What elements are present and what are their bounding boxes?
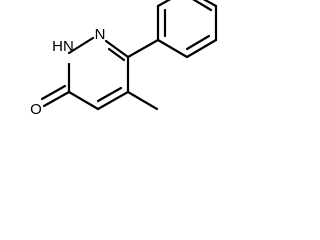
bond-c4-methyl	[126, 90, 159, 111]
bond-phenyl-double-3	[185, 34, 211, 51]
bond-ph6-ph1	[156, 38, 189, 59]
bond-ph5-ph6	[185, 38, 218, 59]
bond-c6-o-double	[40, 84, 67, 101]
bond-n2-c3	[104, 39, 130, 59]
chemical-structure: O HN N	[30, 0, 218, 118]
atom-label-nh: HN	[52, 38, 74, 55]
bond-ph3-ph4	[202, 0, 218, 8]
bond-ph2-ph3	[156, 0, 172, 8]
bond-phenyl-double-2	[192, 0, 213, 12]
bond-c4-c5-double	[96, 86, 123, 103]
bond-n2-c3-double	[107, 47, 126, 62]
atom-label-n: N	[95, 26, 106, 43]
atom-label-o: O	[30, 101, 42, 118]
bond-c5-c6	[67, 90, 100, 111]
bond-n1-n2	[67, 36, 95, 55]
bond-lines	[40, 0, 218, 111]
bond-c3-phenyl	[126, 38, 160, 59]
bond-c6-o	[42, 90, 71, 108]
bond-c4-c5	[96, 90, 130, 111]
